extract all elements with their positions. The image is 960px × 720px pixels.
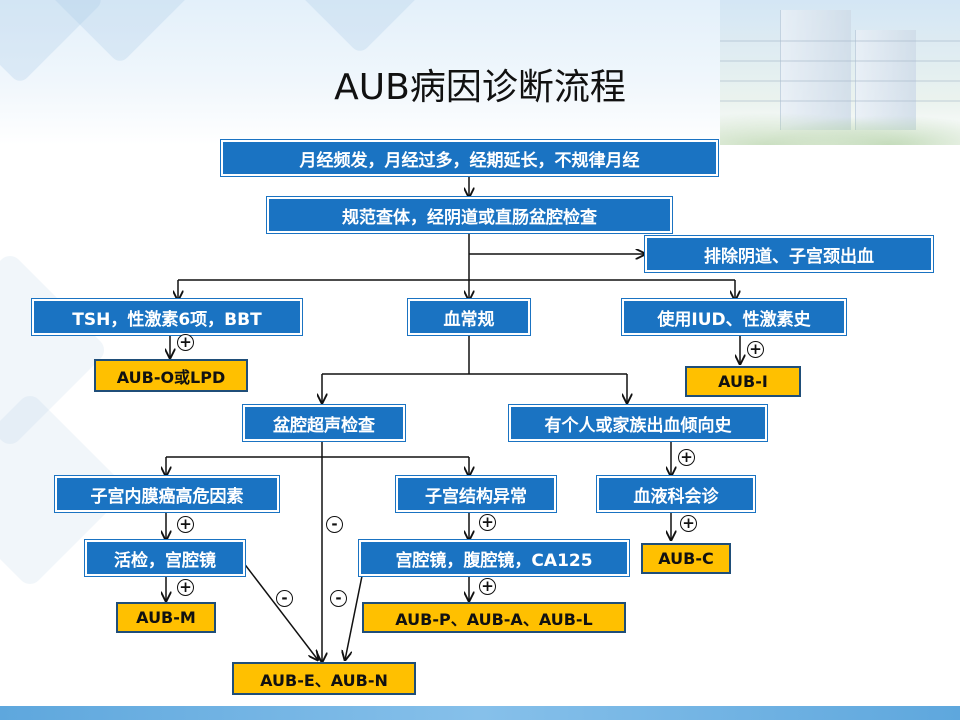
positive-sign: + — [479, 578, 496, 595]
result-aub-i: AUB-I — [685, 366, 801, 397]
node-pelvic-exam: 规范查体，经阴道或直肠盆腔检查 — [267, 197, 672, 233]
node-exclude-bleeding: 排除阴道、子宫颈出血 — [645, 236, 933, 272]
result-aub-m: AUB-M — [116, 602, 216, 633]
node-bleeding-history: 有个人或家族出血倾向史 — [509, 405, 767, 441]
negative-sign: - — [326, 516, 343, 533]
node-endometrial-risk: 子宫内膜癌高危因素 — [55, 476, 279, 512]
positive-sign: + — [680, 515, 697, 532]
positive-sign: + — [177, 334, 194, 351]
negative-sign: - — [276, 590, 293, 607]
node-pelvic-ultrasound: 盆腔超声检查 — [243, 405, 405, 441]
result-aub-c: AUB-C — [641, 543, 731, 574]
result-aub-p-a-l: AUB-P、AUB-A、AUB-L — [362, 602, 626, 633]
node-blood-routine: 血常规 — [408, 299, 530, 335]
node-hysteroscopy-ca125: 宫腔镜，腹腔镜，CA125 — [359, 540, 629, 576]
positive-sign: + — [177, 579, 194, 596]
positive-sign: + — [479, 514, 496, 531]
header-background — [0, 0, 960, 145]
result-aub-e-n: AUB-E、AUB-N — [232, 662, 416, 695]
negative-sign: - — [330, 590, 347, 607]
footer-band — [0, 706, 960, 720]
page-title: AUB病因诊断流程 — [334, 67, 626, 108]
node-structural-abnormal: 子宫结构异常 — [396, 476, 556, 512]
hospital-building-image — [720, 0, 960, 145]
result-aub-o-lpd: AUB-O或LPD — [94, 359, 248, 392]
positive-sign: + — [177, 516, 194, 533]
node-hematology: 血液科会诊 — [597, 476, 755, 512]
node-symptoms: 月经频发，月经过多，经期延长，不规律月经 — [221, 140, 718, 176]
node-hormone-tests: TSH，性激素6项，BBT — [32, 299, 302, 335]
positive-sign: + — [747, 341, 764, 358]
node-iud-history: 使用IUD、性激素史 — [622, 299, 846, 335]
node-biopsy: 活检，宫腔镜 — [85, 540, 245, 576]
positive-sign: + — [678, 449, 695, 466]
